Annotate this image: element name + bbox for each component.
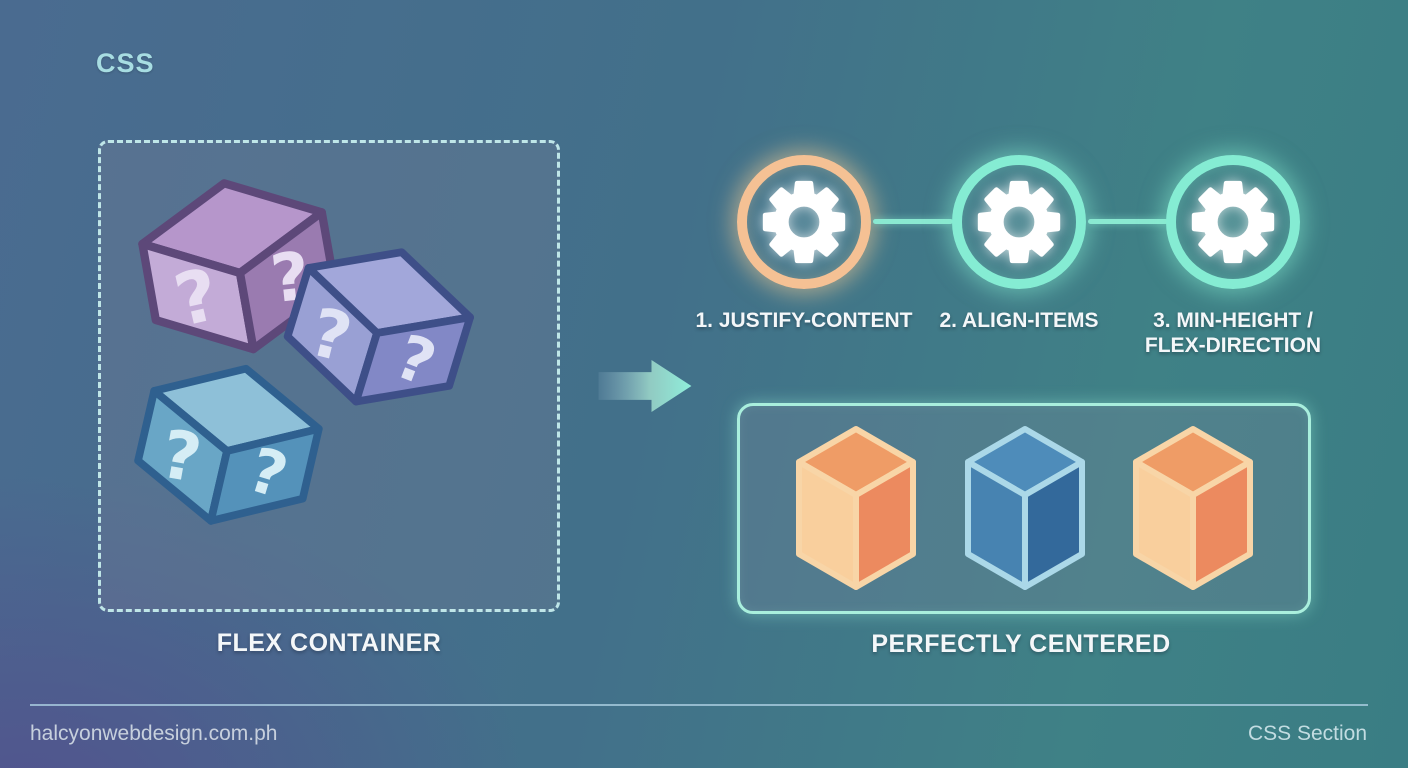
footer-section-text: CSS Section [1247,722,1367,745]
cube-right-face [207,425,323,525]
step-1-label: 1. JUSTIFY-CONTENT [695,309,913,332]
step-3-circle [1166,155,1300,289]
step-3-label: 3. MIN-HEIGHT / FLEX-DIRECTION [1144,309,1322,357]
flex-container-panel: ? ? ? ? ? ? [98,140,560,612]
footer-site-text: halcyonwebdesign.com.ph [30,722,278,745]
gear-icon [762,180,846,264]
centered-cubes-illustration [796,426,1253,590]
blue-cube [965,426,1085,590]
right-arrow-icon [598,360,692,412]
orange-cube [796,426,916,590]
step-connector [1088,219,1168,224]
gear-icon [977,180,1061,264]
step-2-label: 2. ALIGN-ITEMS [939,309,1099,332]
cube-right-face [1190,459,1253,590]
gear-icon [1191,180,1275,264]
flex-container-label: FLEX CONTAINER [216,629,442,657]
footer-divider [30,704,1368,706]
orange-cube [1133,426,1253,590]
step-2-circle [952,155,1086,289]
cube-right-face [1022,459,1085,590]
periwinkle-question-cube: ? ? [283,248,474,406]
teal-question-cube: ? ? [134,364,323,525]
step-1-circle [737,155,871,289]
step-connector [873,219,953,224]
result-box-label: PERFECTLY CENTERED [871,630,1171,658]
page-title: CSS [96,48,155,78]
cube-right-face [352,313,474,406]
cube-right-face [853,459,916,590]
result-box-panel [737,403,1311,614]
question-cubes-illustration: ? ? ? ? ? ? [134,179,474,525]
